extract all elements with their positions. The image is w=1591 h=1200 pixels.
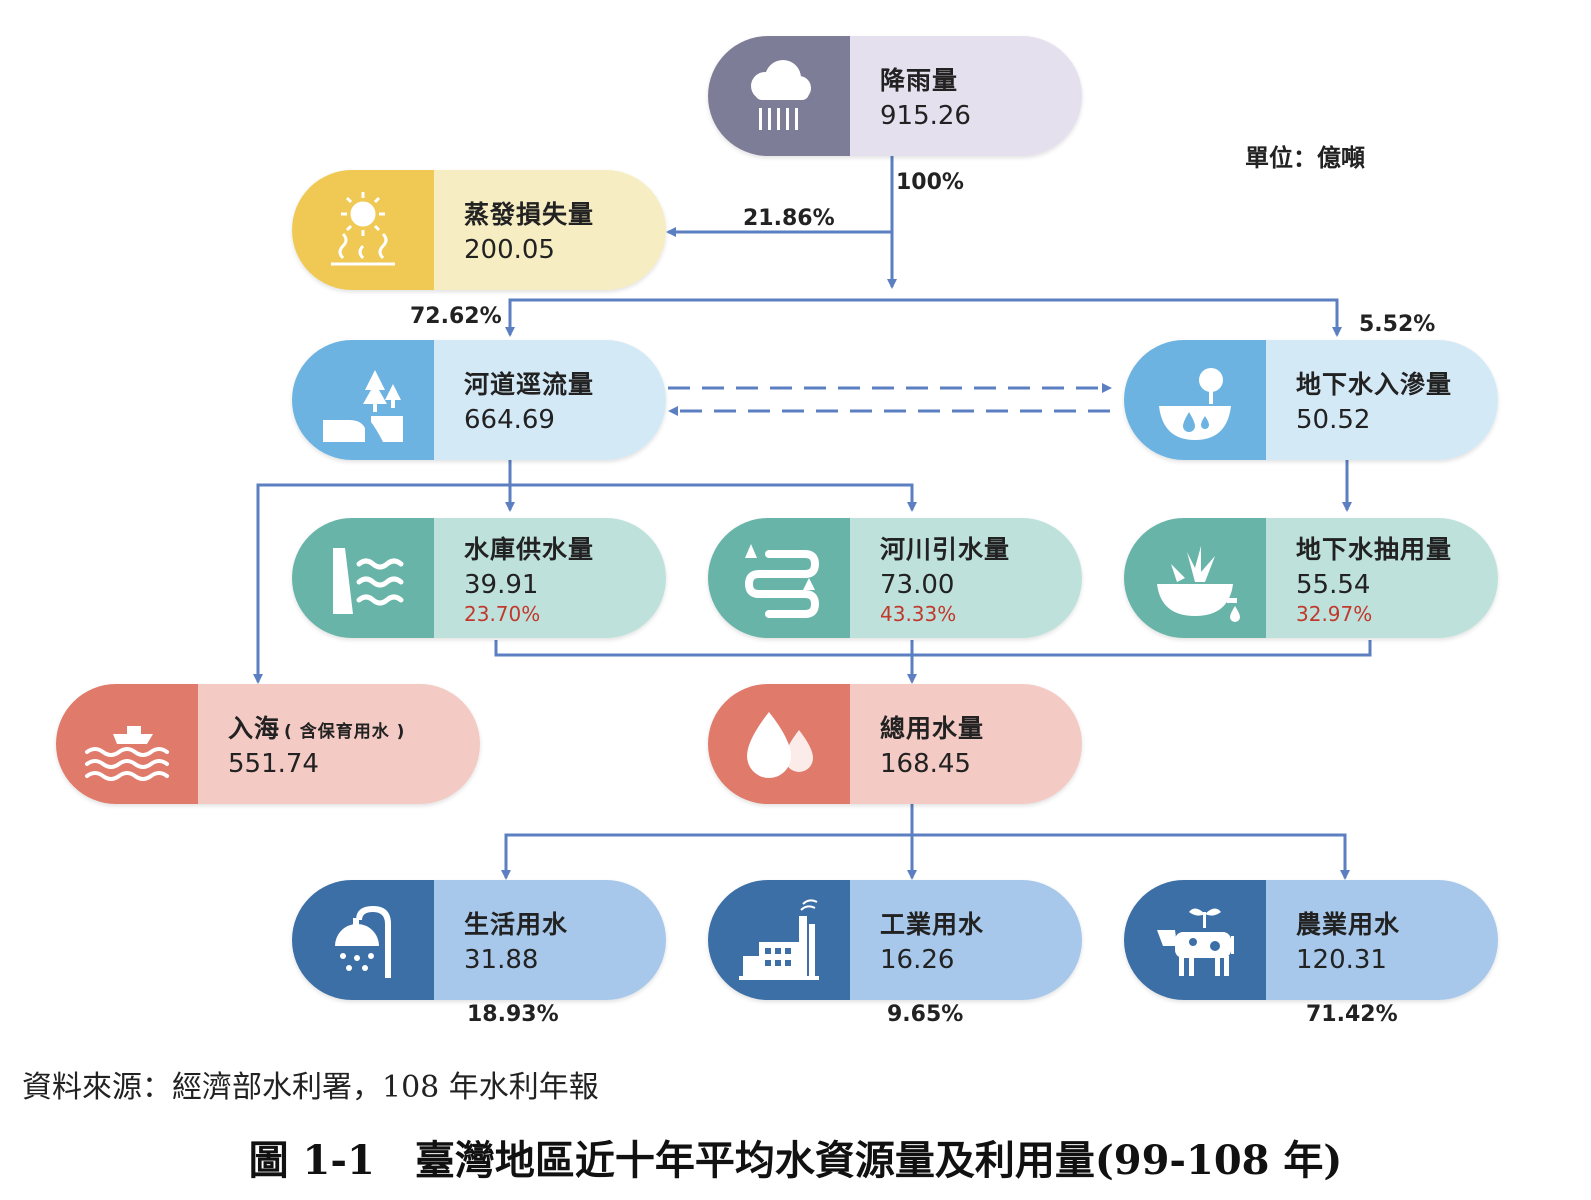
river-trees-icon (292, 340, 434, 460)
node-name: 降雨量 (880, 66, 959, 95)
unit-label: 單位：億噸 (1245, 144, 1365, 172)
node-reservoir-supply: 水庫供水量 39.91 23.70% (292, 518, 666, 638)
node-river-intake: 河川引水量 73.00 43.33% (708, 518, 1082, 638)
flow-runoff-to-river-intake (510, 483, 917, 512)
node-name: 河道逕流量 (464, 370, 595, 399)
node-rainfall: 降雨量 915.26 (708, 36, 1082, 156)
node-value: 200.05 (464, 235, 555, 265)
node-name: 蒸發損失量 (464, 200, 595, 229)
node-name: 總用水量 (880, 714, 985, 743)
node-name: 水庫供水量 (464, 535, 595, 564)
node-name: 生活用水 (464, 910, 569, 939)
node-industrial: 工業用水 16.26 (708, 880, 1082, 1000)
node-name: 地下水入滲量 (1296, 370, 1453, 399)
node-groundwater-pumping: 地下水抽用量 55.54 32.97% (1124, 518, 1498, 638)
node-name: 入海 (228, 714, 281, 743)
node-value: 31.88 (464, 945, 539, 975)
flow-uses-bar (504, 833, 1347, 878)
node-groundwater-recharge: 地下水入滲量 50.52 (1124, 340, 1498, 460)
cow-plant-icon (1124, 880, 1266, 1000)
winding-river-icon (708, 518, 850, 638)
node-value: 50.52 (1296, 405, 1371, 435)
node-value: 168.45 (880, 749, 971, 779)
flow-runoff-to-sea (253, 483, 510, 684)
node-total-use: 總用水量 168.45 (708, 684, 1082, 804)
flow-label-recharge: 5.52% (1359, 312, 1436, 337)
sun-evaporation-icon (292, 170, 434, 290)
water-drops-icon (708, 684, 850, 804)
node-value: 120.31 (1296, 945, 1387, 975)
node-name: 地下水抽用量 (1296, 535, 1453, 564)
flow-label-runoff: 72.62% (410, 304, 502, 329)
flow-label-evaporation: 21.86% (743, 206, 835, 231)
node-name: 河川引水量 (880, 535, 1011, 564)
node-note: ( 含保育用水 ) (284, 722, 406, 742)
flow-label-rain-total: 100% (896, 170, 964, 195)
dam-waves-icon (292, 518, 434, 638)
figure-caption: 圖 1-1 臺灣地區近十年平均水資源量及利用量(99-108 年) (248, 1137, 1343, 1184)
source-note: 資料來源：經濟部水利署，108 年水利年報 (22, 1070, 599, 1105)
flow-sources-to-total (494, 640, 1372, 657)
node-value: 73.00 (880, 570, 955, 600)
flow-label-agricultural: 71.42% (1306, 1002, 1398, 1027)
node-value: 55.54 (1296, 570, 1371, 600)
node-value: 915.26 (880, 101, 971, 131)
node-name: 農業用水 (1296, 910, 1401, 939)
rain-cloud-icon (708, 36, 850, 156)
bowl-plant-drip-icon (1124, 518, 1266, 638)
node-name: 工業用水 (880, 910, 985, 939)
node-domestic: 生活用水 31.88 (292, 880, 666, 1000)
node-percent: 23.70% (464, 602, 541, 626)
boat-waves-icon (56, 684, 198, 804)
node-evaporation: 蒸發損失量 200.05 (292, 170, 666, 290)
node-percent: 43.33% (880, 602, 957, 626)
shower-icon (292, 880, 434, 1000)
factory-icon (708, 880, 850, 1000)
flow-label-domestic: 18.93% (467, 1002, 559, 1027)
soil-drop-tree-icon (1124, 340, 1266, 460)
flow-label-industrial: 9.65% (887, 1002, 964, 1027)
node-agricultural: 農業用水 120.31 (1124, 880, 1498, 1000)
node-value: 551.74 (228, 749, 319, 779)
node-percent: 32.97% (1296, 602, 1373, 626)
flow-runoff-recharge-bar (508, 298, 1339, 334)
node-river-runoff: 河道逕流量 664.69 (292, 340, 666, 460)
node-value: 39.91 (464, 570, 539, 600)
node-to-sea: 入海( 含保育用水 ) 551.74 (56, 684, 480, 804)
node-value: 664.69 (464, 405, 555, 435)
node-value: 16.26 (880, 945, 955, 975)
